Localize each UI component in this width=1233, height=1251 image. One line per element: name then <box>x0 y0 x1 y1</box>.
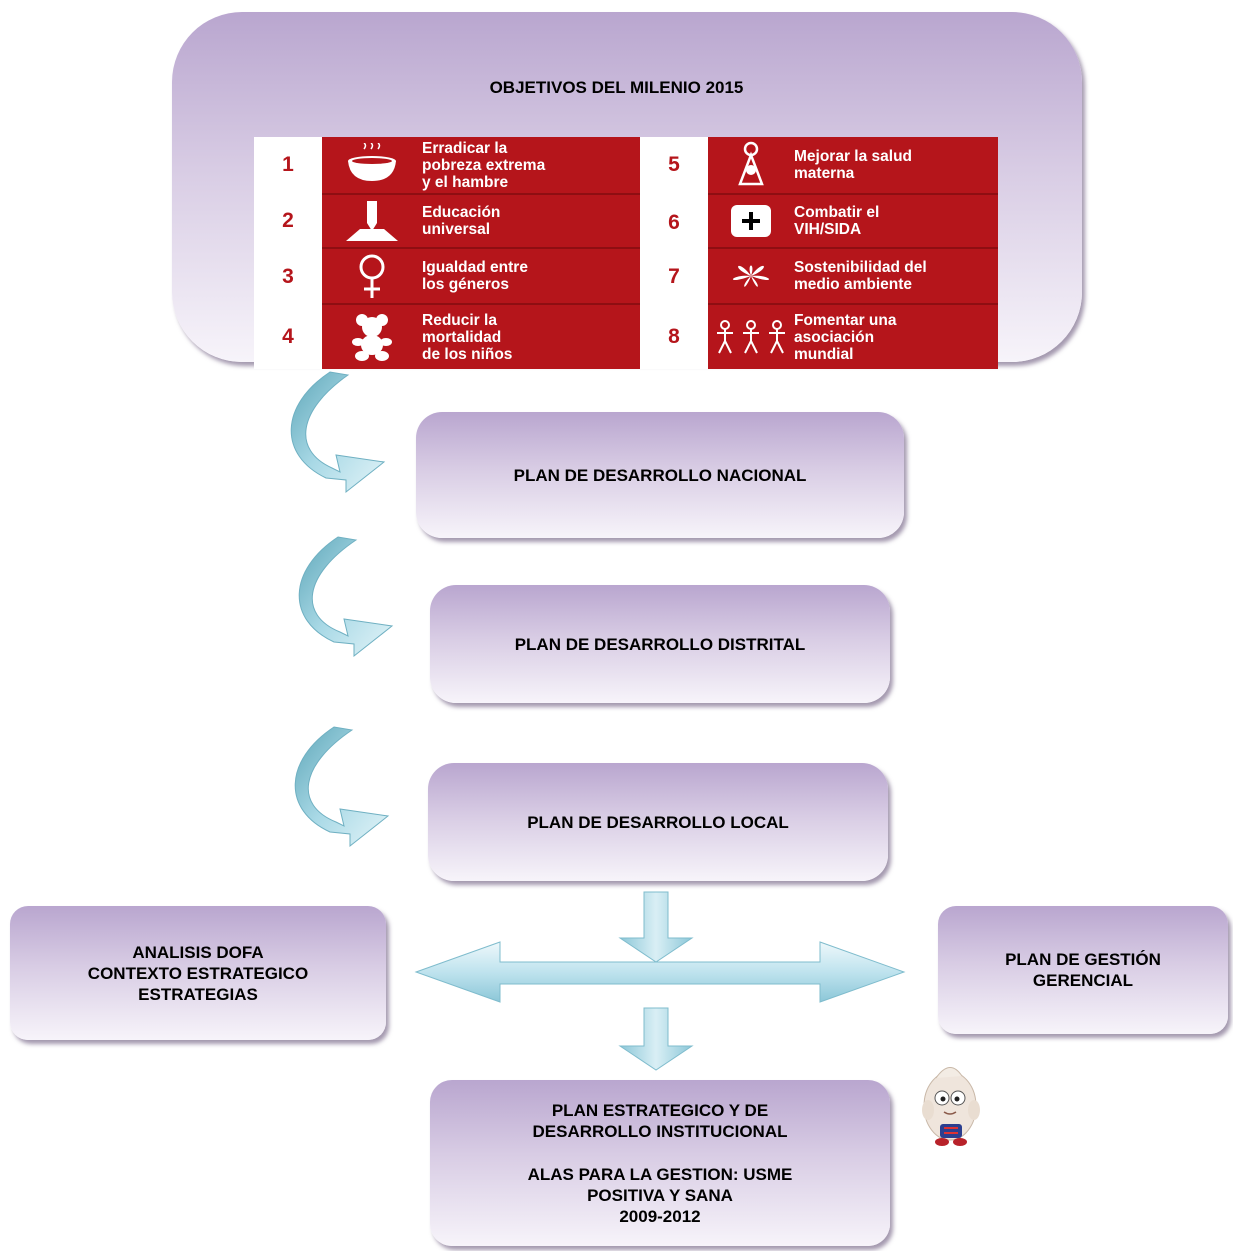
goal-1: Erradicar la pobreza extrema y el hambre <box>322 137 640 195</box>
goal-number: 1 <box>282 153 294 176</box>
millennium-goals-table: 1 2 3 4 Erradicar la pobreza extrema y e… <box>254 137 998 369</box>
goal-number: 4 <box>282 325 294 348</box>
plan-nacional-box: PLAN DE DESARROLLO NACIONAL <box>416 412 904 538</box>
curved-arrow-3 <box>294 726 390 848</box>
goal-number: 8 <box>668 325 680 348</box>
goal-4: Reducir la mortalidad de los niños <box>322 305 640 369</box>
goal-number: 2 <box>282 209 294 232</box>
goal-label: Erradicar la pobreza extrema y el hambre <box>422 139 546 191</box>
mother-icon <box>708 137 794 193</box>
plan-estrategico-title: PLAN ESTRATEGICO Y DE DESARROLLO INSTITU… <box>532 1100 788 1141</box>
double-arrow <box>414 941 906 1003</box>
down-arrow-bottom <box>618 1007 694 1071</box>
goal-label: Igualdad entre los géneros <box>422 259 528 293</box>
goal-3: Igualdad entre los géneros <box>322 249 640 305</box>
goal-2: Educación universal <box>322 195 640 249</box>
goal-5: Mejorar la salud materna <box>708 137 998 195</box>
curved-arrow-1 <box>290 371 386 494</box>
plan-gerencial-box: PLAN DE GESTIÓN GERENCIAL <box>938 906 1228 1034</box>
mascot-image <box>916 1058 986 1148</box>
people-icon <box>708 305 794 369</box>
flower-icon <box>708 249 794 303</box>
plus-cross-icon <box>708 195 794 247</box>
goal-6: Combatir el VIH/SIDA <box>708 195 998 249</box>
down-arrow-top <box>618 891 694 963</box>
goal-label: Fomentar una asociación mundial <box>794 311 897 363</box>
plan-local-label: PLAN DE DESARROLLO LOCAL <box>527 812 789 832</box>
plan-distrital-label: PLAN DE DESARROLLO DISTRITAL <box>514 634 806 654</box>
plan-estrategico-box: PLAN ESTRATEGICO Y DE DESARROLLO INSTITU… <box>430 1080 890 1246</box>
goal-label: Sostenibilidad del medio ambiente <box>794 259 927 293</box>
plan-local-box: PLAN DE DESARROLLO LOCAL <box>428 763 888 881</box>
pencil-icon <box>322 195 422 247</box>
goal-number: 7 <box>668 265 680 288</box>
bowl-icon <box>322 137 422 193</box>
goal-number: 3 <box>282 265 294 288</box>
goal-label: Combatir el VIH/SIDA <box>794 204 880 238</box>
dofa-box: ANALISIS DOFA CONTEXTO ESTRATEGICO ESTRA… <box>10 906 386 1040</box>
teddy-bear-icon <box>322 305 422 369</box>
plan-estrategico-subtitle: ALAS PARA LA GESTION: USME POSITIVA Y SA… <box>527 1164 793 1226</box>
goal-label: Mejorar la salud materna <box>794 148 913 182</box>
goal-8: Fomentar una asociación mundial <box>708 305 998 369</box>
curved-arrow-2 <box>298 536 394 658</box>
goal-label: Educación universal <box>422 204 501 238</box>
millennium-goals-title: OBJETIVOS DEL MILENIO 2015 <box>489 78 744 97</box>
dofa-label: ANALISIS DOFA CONTEXTO ESTRATEGICO ESTRA… <box>87 942 309 1004</box>
female-symbol-icon <box>322 249 422 303</box>
goal-7: Sostenibilidad del medio ambiente <box>708 249 998 305</box>
plan-nacional-label: PLAN DE DESARROLLO NACIONAL <box>513 465 807 485</box>
plan-distrital-box: PLAN DE DESARROLLO DISTRITAL <box>430 585 890 703</box>
goal-number: 5 <box>668 153 680 176</box>
plan-gerencial-label: PLAN DE GESTIÓN GERENCIAL <box>1005 950 1161 990</box>
goal-number: 6 <box>668 211 680 234</box>
goal-label: Reducir la mortalidad de los niños <box>422 311 513 363</box>
